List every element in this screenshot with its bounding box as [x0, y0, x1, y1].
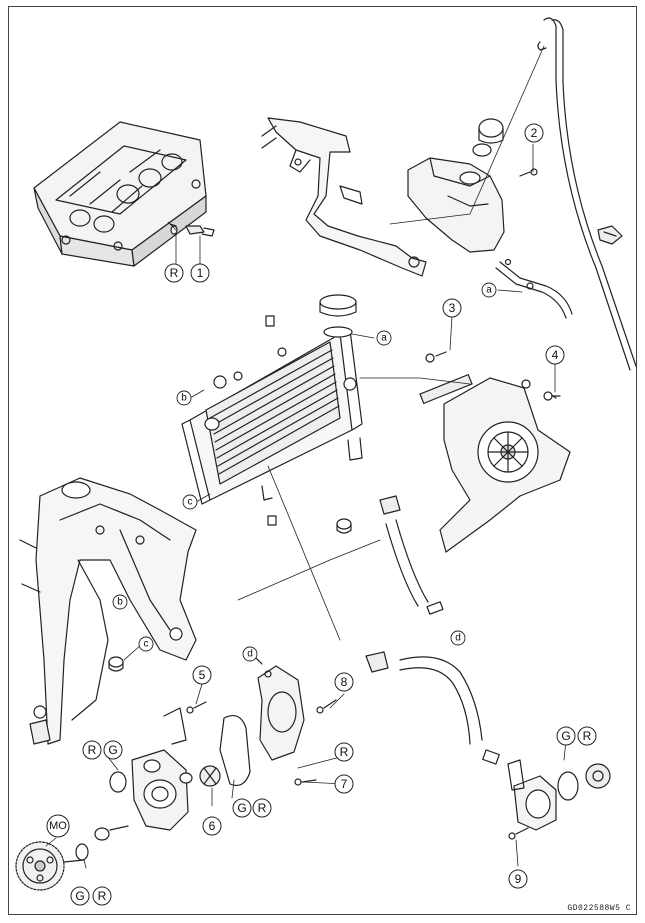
bolts [186, 351, 561, 840]
callout-r-thermo-text: R [583, 729, 592, 743]
frame [19, 477, 197, 745]
callout-r-cover [334, 742, 354, 762]
connector-a-tank: a [486, 285, 492, 296]
callout-1-text: 1 [197, 266, 204, 280]
connector-c-radiator: c [188, 497, 193, 508]
callout-1 [190, 263, 210, 283]
connector-markers [112, 282, 497, 662]
leader-lines [45, 45, 567, 869]
callout-r-gear-text: R [98, 889, 107, 903]
reserve-tank [407, 118, 538, 253]
connector-b-frame: b [117, 597, 123, 608]
callout-r-thermo [577, 726, 597, 746]
callout-7-text: 7 [341, 777, 348, 791]
o-ring-large [219, 715, 251, 787]
callout-5-text: 5 [199, 668, 206, 682]
callout-mo [46, 814, 70, 838]
water-pump-cover [249, 651, 305, 761]
callout-2 [524, 123, 544, 143]
callout-5 [192, 665, 212, 685]
callout-r-sensor-text: R [170, 266, 179, 280]
water-temperature-sensor [169, 223, 215, 237]
callout-4-text: 4 [552, 348, 559, 362]
hose-clip [597, 225, 623, 245]
callout-8 [334, 672, 354, 692]
connector-a-radiator: a [381, 333, 387, 344]
callout-g-gear [70, 886, 90, 906]
water-pump-body [131, 707, 189, 831]
water-pump-gear [15, 841, 85, 891]
callout-g-oring [232, 798, 252, 818]
callout-r-oring [252, 798, 272, 818]
callouts [46, 123, 597, 906]
cylinder-head [33, 121, 207, 267]
connector-c-frame: c [144, 639, 149, 650]
damper [108, 656, 124, 672]
callout-g-pump [103, 740, 123, 760]
reserve-tank-overflow-hose [537, 17, 637, 371]
callout-g-pump-text: G [108, 743, 117, 757]
thermostat [557, 763, 611, 801]
connector-d-hose: d [455, 633, 461, 644]
callout-r-pump [82, 740, 102, 760]
callout-r-gear [92, 886, 112, 906]
callout-9-text: 9 [515, 872, 522, 886]
callout-7 [334, 774, 354, 794]
water-pump-shaft [94, 772, 193, 841]
callout-g-oring-text: G [237, 801, 246, 815]
figure-code: GD022588W5 C [567, 904, 631, 913]
callout-g-thermo-text: G [561, 729, 570, 743]
connector-d-cover: d [247, 649, 253, 660]
reserve-tank-hose [495, 258, 573, 319]
callout-r-pump-text: R [88, 743, 97, 757]
callout-3-text: 3 [449, 301, 456, 315]
callout-2-text: 2 [531, 126, 538, 140]
radiator-upper-bracket [261, 117, 427, 277]
connector-b-radiator: b [181, 393, 187, 404]
callout-g-gear-text: G [75, 889, 84, 903]
callout-8-text: 8 [341, 675, 348, 689]
callout-r-cover-text: R [340, 745, 349, 759]
water-pump-hose [365, 651, 500, 765]
radiator-fan [419, 374, 571, 553]
callout-9 [508, 869, 528, 889]
callout-r-oring-text: R [258, 801, 267, 815]
callout-g-thermo [556, 726, 576, 746]
radiator [181, 294, 363, 526]
callout-r-sensor [164, 263, 184, 283]
damper-right [336, 518, 352, 534]
callout-6-text: 6 [209, 819, 216, 833]
callout-4 [545, 345, 565, 365]
callout-mo-text: MO [49, 820, 67, 832]
impeller [199, 765, 221, 787]
radiator-lower-hose [379, 495, 444, 615]
thermostat-housing [507, 759, 557, 831]
o-ring-small [75, 771, 127, 861]
callout-3 [442, 298, 462, 318]
callout-6 [202, 816, 222, 836]
